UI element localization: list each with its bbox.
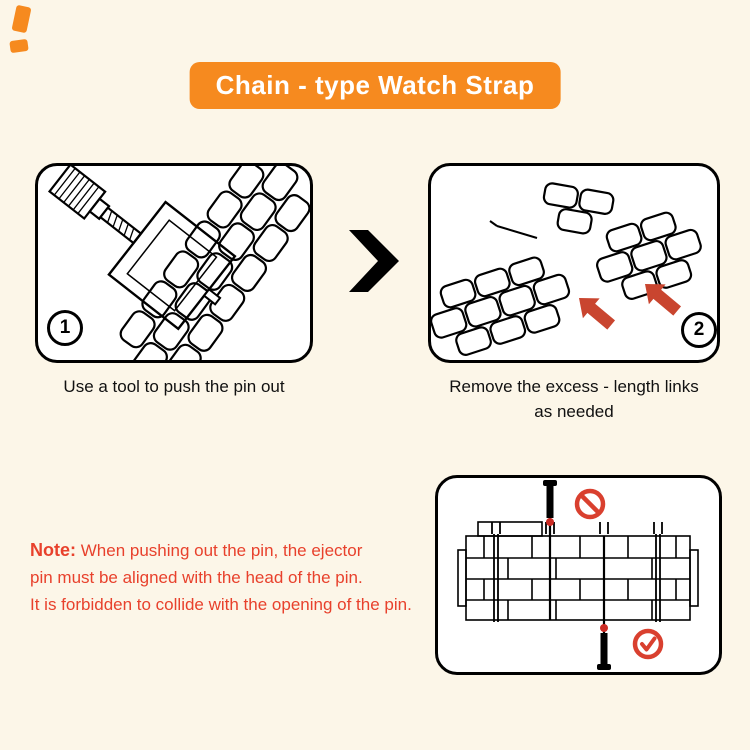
pin-pusher-tool-illustration (47, 166, 310, 360)
watch-band-segment-left (431, 256, 571, 356)
step2-caption: Remove the excess - length links as need… (428, 374, 720, 424)
alignment-detail-panel (435, 475, 722, 675)
step1-number-badge: 1 (47, 310, 83, 346)
title-banner: Chain - type Watch Strap (189, 62, 561, 109)
note-label: Note: (30, 540, 76, 560)
link-pins (491, 522, 663, 622)
bottom-ejector-pin (597, 536, 611, 670)
red-arrow-icon (645, 284, 682, 316)
spring-bar-pin (489, 220, 538, 239)
step2-number-badge: 2 (681, 312, 717, 348)
corner-artifact-1 (11, 4, 32, 34)
note-line-2: pin must be aligned with the head of the… (30, 568, 363, 587)
step2-panel: 2 (428, 163, 720, 363)
note-line-3: It is forbidden to collide with the open… (30, 595, 412, 614)
contact-dot (600, 624, 608, 632)
link-remover-tool (47, 166, 237, 331)
step1-panel: 1 (35, 163, 313, 363)
page-title: Chain - type Watch Strap (215, 70, 535, 100)
band-cross-section (457, 521, 699, 621)
step1-caption: Use a tool to push the pin out (63, 377, 285, 396)
watch-band (119, 166, 310, 360)
pin-alignment-diagram (457, 480, 699, 670)
step2-caption-line1: Remove the excess - length links (449, 377, 699, 396)
check-icon (632, 628, 664, 660)
step1-number: 1 (59, 317, 71, 338)
note-line-1: Note: When pushing out the pin, the ejec… (30, 537, 450, 564)
removed-links (542, 182, 615, 235)
corner-artifact-2 (9, 38, 29, 54)
note-block: Note: When pushing out the pin, the ejec… (30, 537, 450, 618)
prohibition-icon (574, 488, 606, 520)
contact-dot (546, 518, 554, 526)
note-text-1: When pushing out the pin, the ejector (80, 541, 363, 560)
step2-number: 2 (693, 319, 705, 340)
chevron-right-icon (349, 230, 399, 292)
red-arrow-icon (579, 298, 616, 330)
watch-band-segment-right (596, 211, 702, 300)
link-removal-illustration (431, 182, 702, 356)
step2-caption-line2: as needed (534, 402, 614, 421)
top-ejector-pin (543, 480, 557, 620)
